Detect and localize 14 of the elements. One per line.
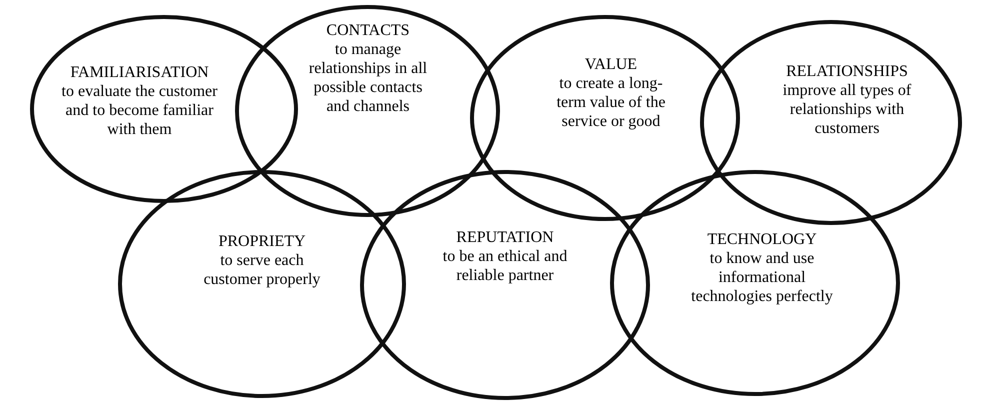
heading-text: FAMILIARISATION [70, 64, 209, 81]
heading-text: PROPRIETY [218, 233, 306, 250]
heading-text: RELATIONSHIPS [786, 63, 908, 80]
heading-text: VALUE [584, 56, 638, 73]
body-text: to create a long-term value of the service or good [556, 75, 666, 130]
body-text: to serve each customer properly [204, 252, 320, 288]
body-text: to know and use informational technologies perfectly [691, 250, 833, 305]
body-text: to be an ethical and reliable partner [442, 248, 568, 284]
body-text: improve all types of relationships with customers [782, 82, 912, 137]
body-text: to manage relationships in all possible contacts and channels [308, 41, 428, 115]
heading-text: CONTACTS [326, 22, 410, 39]
heading-text: REPUTATION [456, 229, 554, 246]
heading-text: TECHNOLOGY [707, 231, 817, 248]
body-text: to evaluate the customer and to become familiar with them [62, 83, 218, 138]
